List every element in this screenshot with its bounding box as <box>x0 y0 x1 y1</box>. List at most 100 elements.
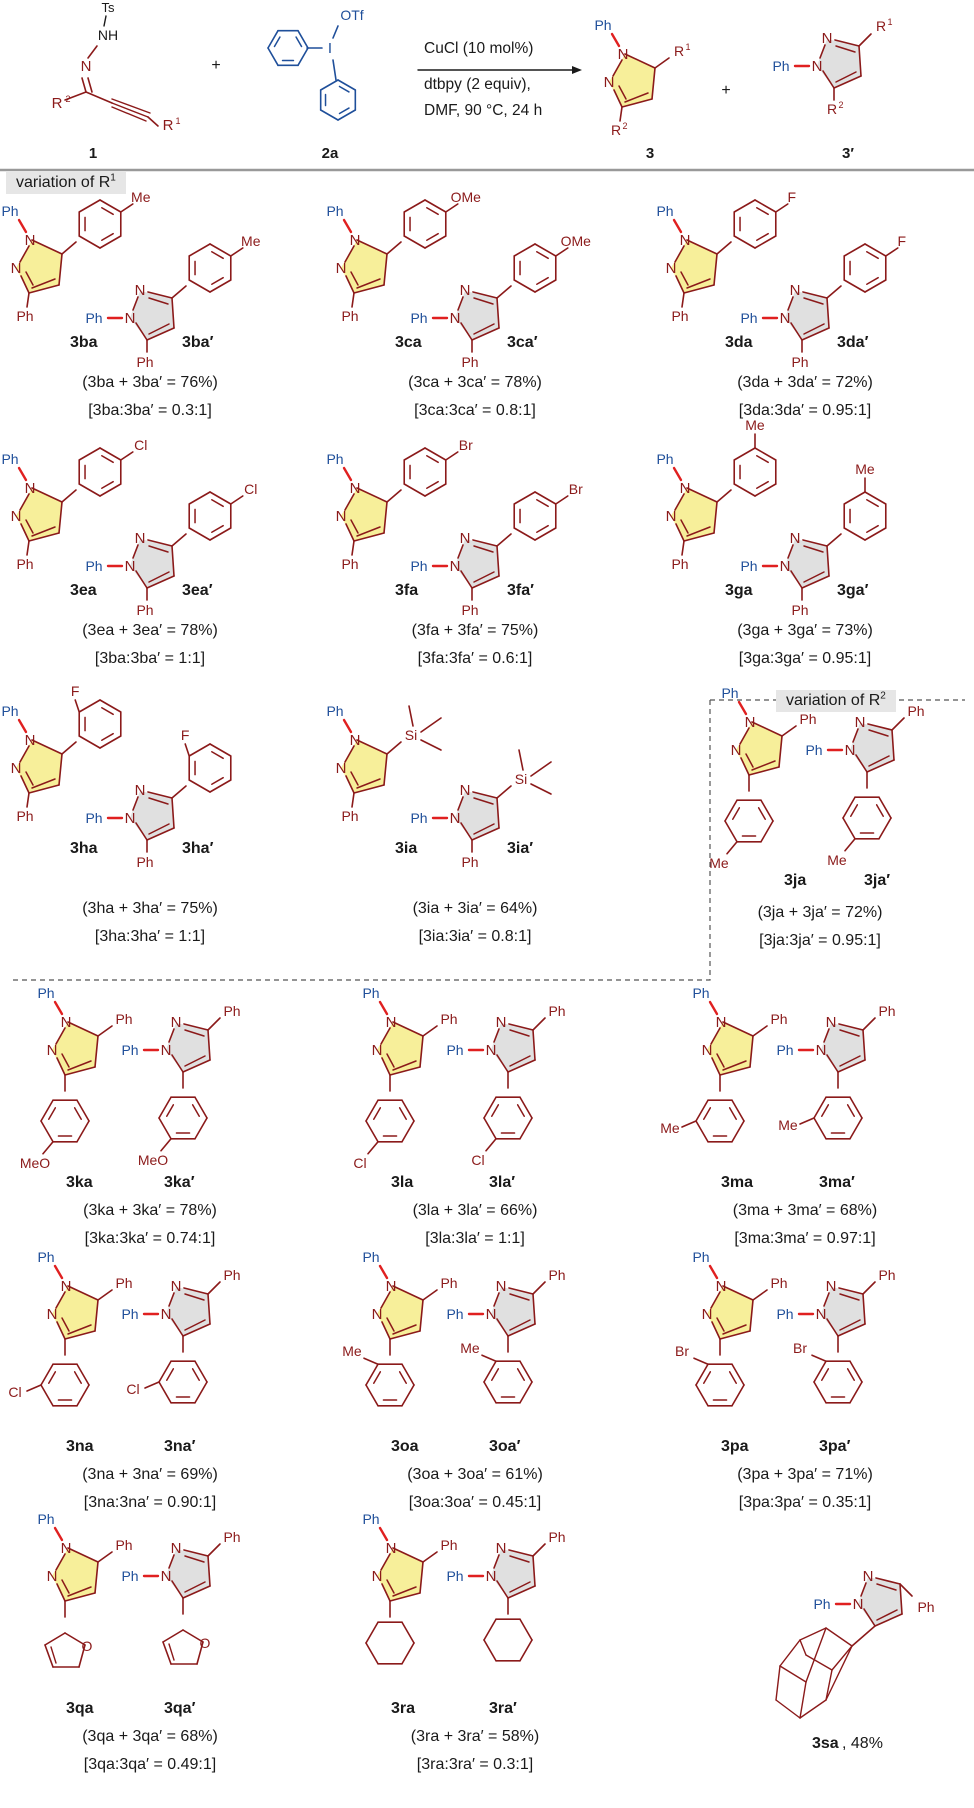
bond <box>862 1281 876 1295</box>
ring-bond <box>843 243 866 257</box>
bond <box>716 241 732 255</box>
ring-bond <box>267 47 279 67</box>
atom-N: N <box>460 530 471 547</box>
compound-label: 3da′ <box>837 334 869 351</box>
bond <box>94 1299 99 1332</box>
isomer-ratio: [3fa:3fa′ = 0.6:1] <box>417 650 533 667</box>
compound-label: 3qa′ <box>164 1700 196 1717</box>
compound-label: 3ma′ <box>819 1174 855 1191</box>
substituent-label: Br <box>675 1343 689 1359</box>
bond <box>749 1035 754 1068</box>
bond <box>710 1291 721 1309</box>
bond <box>460 822 473 841</box>
ring-bond <box>188 243 211 257</box>
yield-sum: (3ca + 3ca′ = 78%) <box>408 374 542 391</box>
bond <box>496 1054 509 1073</box>
bond <box>20 775 30 794</box>
atom-N: N <box>350 732 361 749</box>
bond <box>826 297 830 329</box>
r1-sup: 1 <box>685 42 690 52</box>
ring-bond <box>878 817 892 840</box>
bond <box>457 796 464 811</box>
ring-bond <box>297 29 309 49</box>
double-bond <box>722 1060 747 1071</box>
bond <box>351 540 355 556</box>
bond <box>471 575 500 589</box>
double-bond <box>31 526 56 537</box>
bond <box>171 1318 184 1337</box>
ring-bond <box>731 1363 745 1386</box>
atom-N: N <box>745 714 756 731</box>
bond <box>19 745 30 763</box>
ring-bond <box>188 279 211 293</box>
ring-bond <box>209 491 232 505</box>
isomer-ratio: [3ba:3ba′ = 1:1] <box>94 650 206 667</box>
ring-double-bond <box>821 1104 830 1117</box>
ring-bond <box>99 483 122 497</box>
ring-bond <box>64 1632 86 1646</box>
ring-bond <box>754 199 777 213</box>
ring-double-bond <box>703 1107 712 1120</box>
r2-sup: 2 <box>65 94 70 104</box>
ring-bond <box>209 279 232 293</box>
bond <box>97 1289 113 1301</box>
ring-bond <box>158 1096 172 1119</box>
bond <box>508 1023 534 1031</box>
bond <box>332 25 339 39</box>
atom-N: N <box>25 480 36 497</box>
r2-sup: 2 <box>622 121 627 131</box>
ring-bond <box>337 79 357 91</box>
ring-bond <box>864 527 887 541</box>
bond <box>94 1561 99 1594</box>
bond <box>719 1330 751 1340</box>
ring-double-bond <box>516 1368 525 1381</box>
ring-bond <box>40 1363 54 1386</box>
bond <box>420 717 442 733</box>
phenyl-label: Ph <box>341 556 358 572</box>
bond <box>496 545 500 577</box>
bond <box>31 739 63 755</box>
substituent-label: Me <box>660 1120 680 1136</box>
new-bond-red <box>53 1264 64 1280</box>
bond <box>460 322 473 341</box>
substituent-label: Me <box>460 1340 480 1356</box>
yield-sum: (3ma + 3ma′ = 68%) <box>732 1202 878 1219</box>
bond <box>844 837 856 852</box>
phenyl-label: Ph <box>326 451 343 467</box>
double-bond <box>67 1324 92 1335</box>
new-bond-red <box>53 1000 64 1016</box>
bond <box>67 1021 99 1037</box>
bond <box>619 106 623 122</box>
cage-bond <box>825 1669 833 1701</box>
bond <box>381 1321 391 1340</box>
benzene-ring <box>843 243 887 293</box>
bond <box>507 1585 536 1599</box>
ring-double-bond <box>211 524 224 533</box>
adamantane-cage <box>775 1627 853 1719</box>
bond <box>862 1293 866 1325</box>
atom-N: N <box>372 1042 383 1059</box>
ring-bond <box>403 235 426 249</box>
compound-label: 3la′ <box>489 1174 516 1191</box>
ring-double-bond <box>491 1104 500 1117</box>
compound-label: 3ha′ <box>182 840 214 857</box>
double-bond <box>350 519 359 534</box>
substituent-label: Me <box>241 233 261 249</box>
substituent-label: Me <box>745 417 765 433</box>
phenyl-label: Ph <box>791 602 808 618</box>
bond <box>722 1285 754 1301</box>
pyrazole-fill <box>341 740 387 793</box>
double-bond <box>31 278 56 289</box>
bond <box>332 59 337 81</box>
bond <box>530 761 552 777</box>
atom-N: N <box>460 282 471 299</box>
bond <box>532 1293 536 1325</box>
substituent-label: Br <box>793 1340 807 1356</box>
phenyl-label: Ph <box>121 1042 138 1058</box>
isomer-ratio: [3ra:3ra′ = 0.3:1] <box>416 1756 534 1773</box>
banner-variation-r1: variation of R1 <box>6 172 126 194</box>
